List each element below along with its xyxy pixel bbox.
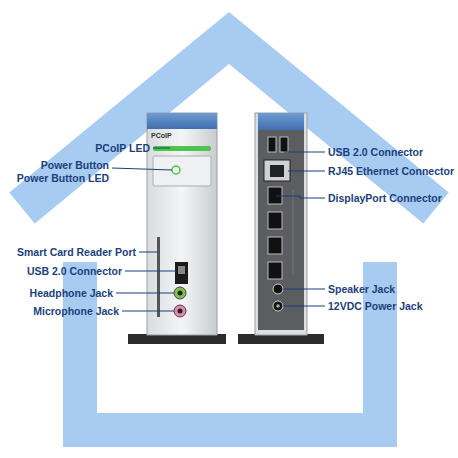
part-label: Power Button LED [17, 172, 109, 184]
brand-mark: PCoIP [151, 132, 172, 139]
part-label: USB 2.0 Connector [27, 265, 122, 277]
part-label: 12VDC Power Jack [328, 300, 423, 312]
part-label: Microphone Jack [33, 305, 119, 317]
part-label: Smart Card Reader Port [17, 246, 136, 258]
part-label: Power Button [41, 159, 109, 171]
part-label: Headphone Jack [30, 287, 113, 299]
house-outline [22, 38, 436, 430]
part-label: PCoIP LED [95, 142, 150, 154]
part-label: RJ45 Ethernet Connector [328, 165, 454, 177]
part-label: DisplayPort Connector [328, 192, 442, 204]
leader-lines [112, 148, 325, 311]
part-label: USB 2.0 Connector [328, 146, 423, 158]
back-unit [238, 113, 324, 344]
part-label: Speaker Jack [328, 283, 395, 295]
